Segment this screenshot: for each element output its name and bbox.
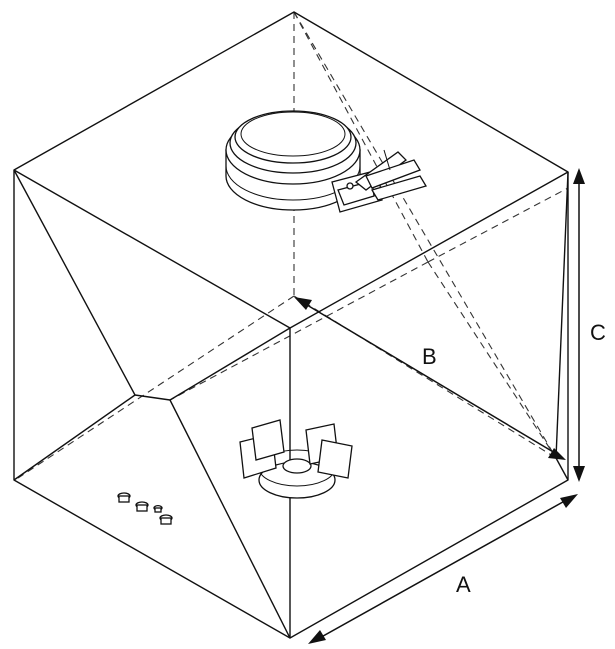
dimension-label-a: A (456, 572, 471, 597)
tank-outline (13, 11, 569, 639)
dimension-label-b: B (422, 344, 437, 369)
dimension-b: B (294, 297, 566, 460)
dimension-a: A (308, 494, 578, 644)
baffle-fitting (239, 419, 353, 499)
filler-cap (225, 110, 427, 213)
hidden-lines (17, 11, 569, 479)
dimension-label-c: C (590, 320, 606, 345)
drain-bolts (117, 492, 173, 525)
dimension-c: C (573, 168, 606, 482)
